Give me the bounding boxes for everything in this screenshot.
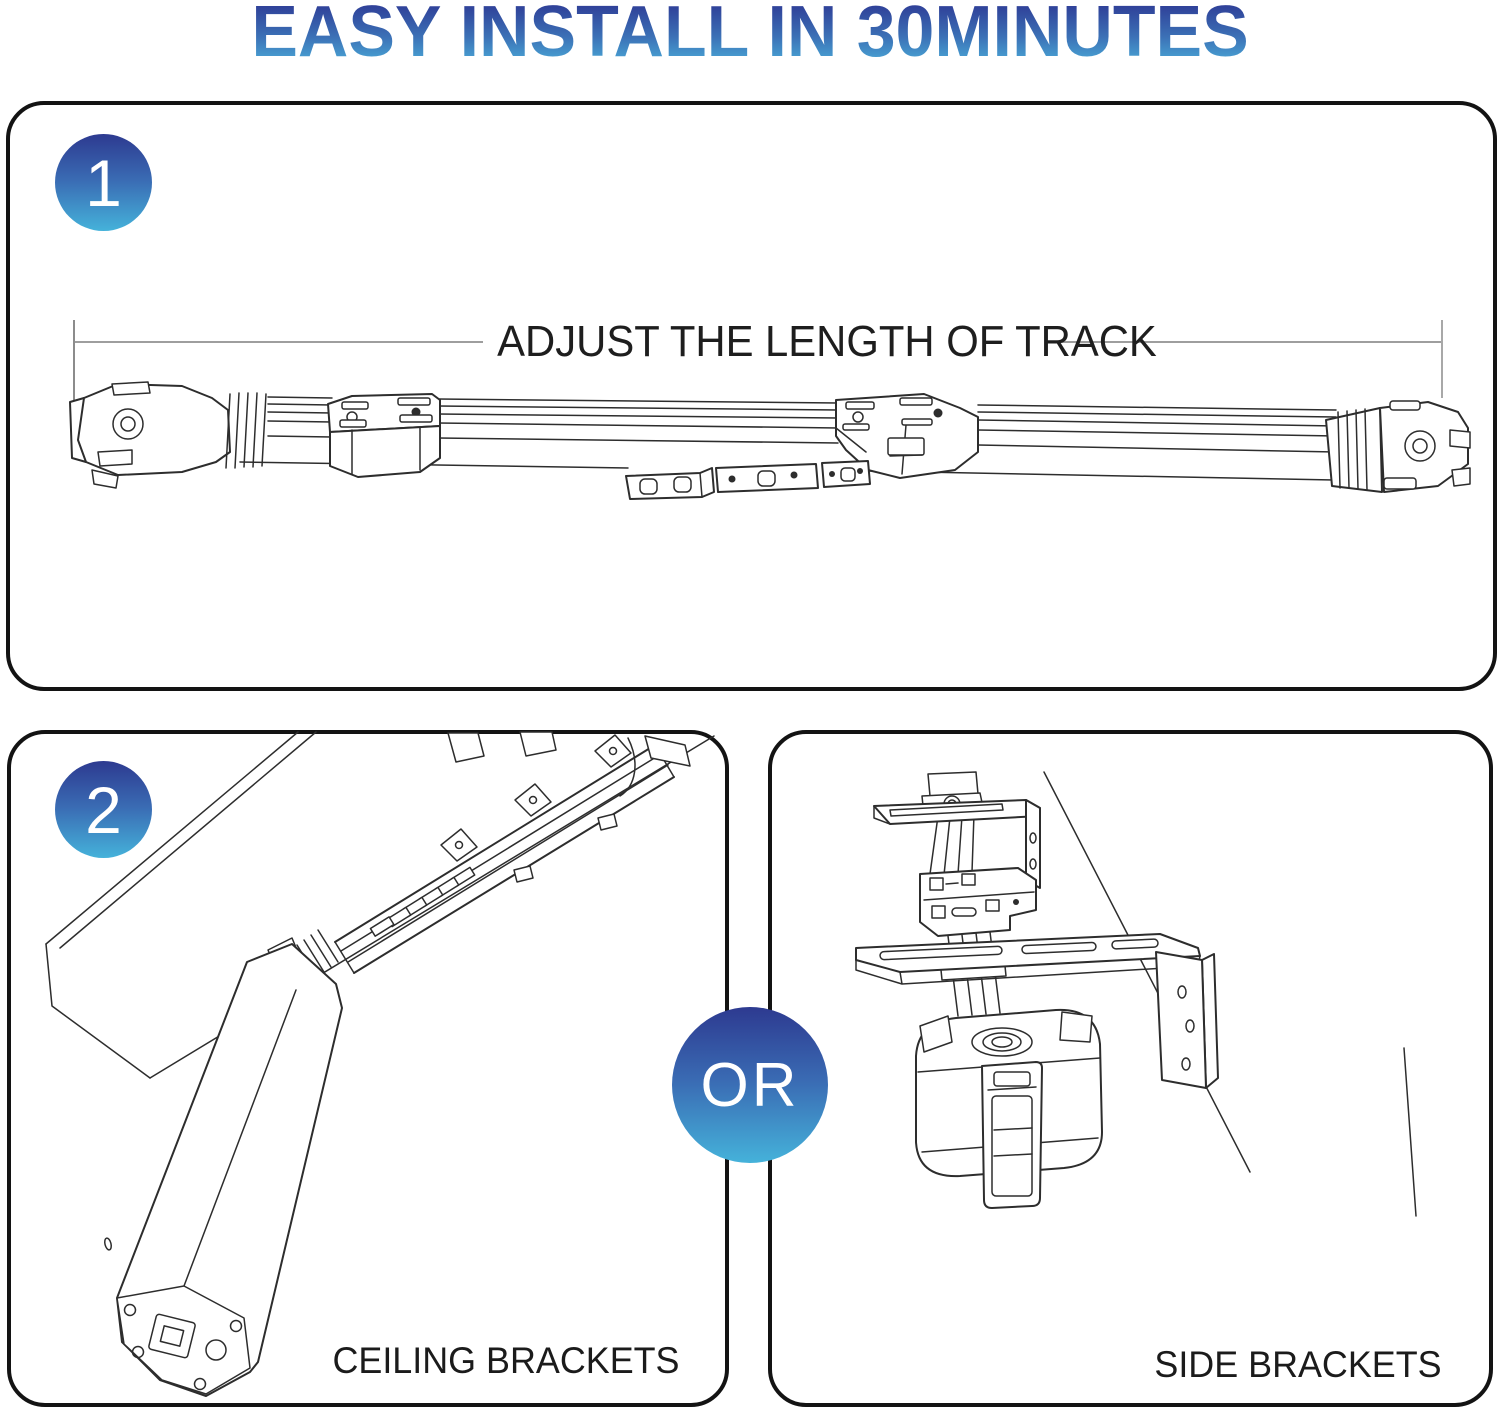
slide-bracket-a xyxy=(327,393,441,478)
measure-line-right xyxy=(1050,341,1441,343)
page-title: EASY INSTALL IN 30MINUTES xyxy=(23,0,1478,70)
ceiling-clip-brackets xyxy=(440,734,632,883)
mounting-strip xyxy=(625,460,871,500)
step1-badge: 1 xyxy=(55,134,152,231)
track-drawing xyxy=(69,381,1471,500)
ceiling-track xyxy=(334,731,691,974)
belt-clamp xyxy=(981,1061,1043,1209)
measure-tick-left xyxy=(73,320,75,432)
motor-unit xyxy=(103,929,343,1397)
wall-plane xyxy=(1043,771,1417,1217)
measure-line-left xyxy=(75,341,483,343)
side-mount-drawing xyxy=(855,771,1417,1217)
step1-panel xyxy=(6,101,1497,691)
lower-side-bracket xyxy=(855,933,1219,1089)
glider-combs xyxy=(369,866,476,937)
step2-badge: 2 xyxy=(55,761,152,858)
ceiling-brackets-caption: CEILING BRACKETS xyxy=(332,1340,680,1381)
splice-bracket xyxy=(835,393,979,479)
or-badge: OR xyxy=(672,1007,828,1163)
side-brackets-caption: SIDE BRACKETS xyxy=(1154,1344,1442,1385)
left-end-cap xyxy=(69,381,267,489)
track-rails xyxy=(239,396,1337,481)
upper-side-bracket xyxy=(873,799,1041,889)
step2-side-panel xyxy=(768,730,1493,1407)
track-far-end xyxy=(921,771,985,876)
right-end-cap xyxy=(1325,400,1471,493)
ceiling-mount-drawing xyxy=(45,731,715,1397)
measure-tick-right xyxy=(1441,320,1443,398)
